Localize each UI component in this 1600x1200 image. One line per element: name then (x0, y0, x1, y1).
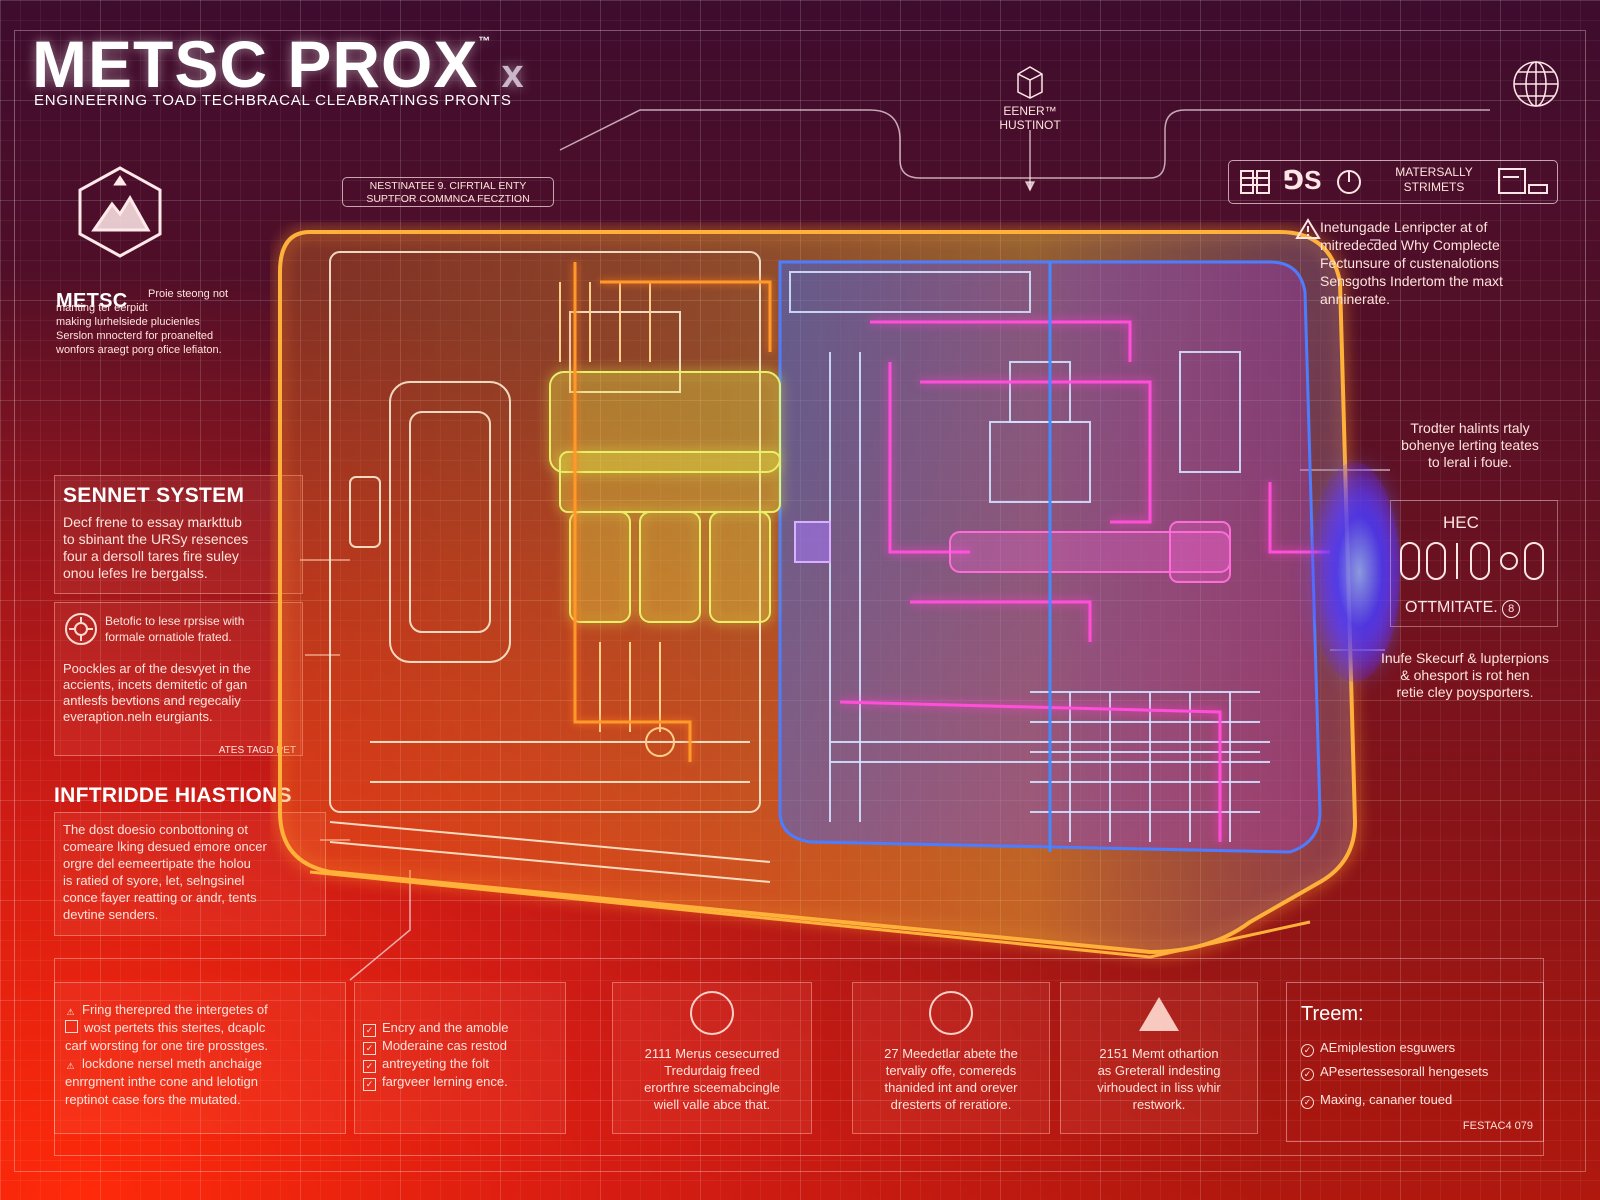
panel5-text: 2151 Memt othartion as Greterall indesti… (1097, 1046, 1221, 1112)
feature-panel: Betofic to lese rprsise with formale orn… (54, 602, 303, 756)
brand-text: Proie steong not manting ter eerpidt mak… (56, 288, 229, 356)
check-icon: ✓ (363, 1042, 376, 1055)
bottom-panel-2: ✓Encry and the amoble ✓Moderaine cas res… (354, 982, 566, 1134)
panel4-text: 27 Meedetlar abete the tervaliy offe, co… (884, 1046, 1018, 1112)
panel6-title: Treem: (1301, 1003, 1364, 1025)
bottom-panel-3: 2111 Merus cesecurred Tredurdaig freed e… (612, 982, 812, 1134)
tool-strip-label: MATERSALLY STRIMETS (1395, 165, 1473, 194)
optimate-label: OTTMITATE. 8 (1405, 599, 1521, 618)
tool-strip: ⅁S MATERSALLY STRIMETS (1228, 160, 1558, 204)
check-icon: ✓ (363, 1060, 376, 1073)
infrastructure-body: The dost doesio conbottoning ot comeare … (63, 822, 267, 922)
right-intro-text: Inetungade Lenripcter at of mitredecded … (1320, 219, 1503, 307)
machine-cutaway-illustration (278, 230, 1400, 959)
check-icon: ✓ (363, 1078, 376, 1091)
virus-icon (65, 613, 97, 645)
top-callout-box: NESTINATEE 9. CIFRTIAL ENTY SUPTFOR COMM… (342, 177, 554, 207)
gauge-icons[interactable] (1397, 533, 1553, 583)
infrastructure-heading: INFTRIDDE HIASTIONS (54, 784, 292, 807)
outer-frame (14, 30, 1586, 1172)
warning-triangle-icon (1061, 997, 1257, 1031)
check-icon: ✓ (1301, 1068, 1314, 1081)
globe-icon[interactable] (1510, 58, 1562, 110)
control-box: HEC OTTMITATE. 8 (1390, 500, 1558, 627)
virus-icon (613, 991, 811, 1035)
feature-tag: ATES TAGD PET (218, 745, 296, 756)
top-center-label: EENER™ HUSTINOT (999, 104, 1061, 132)
right-mid-text: Trodter halints rtaly bohenye lerting te… (1401, 420, 1539, 470)
feature-note: Betofic to lese rprsise with formale orn… (105, 614, 245, 644)
feature-body: Poockles ar of the desvyet in the accien… (63, 661, 251, 724)
optimate-badge: 8 (1502, 600, 1521, 618)
close-x-mark[interactable]: x (501, 52, 525, 96)
page-subtitle: ENGINEERING TOAD TECHBRACAL CLEABRATINGS… (34, 92, 512, 109)
sennet-heading: SENNET SYSTEM (63, 484, 245, 507)
check-icon: ✓ (1301, 1096, 1314, 1109)
cube-icon (1017, 66, 1043, 99)
bottom-panel-5: 2151 Memt othartion as Greterall indesti… (1060, 982, 1258, 1134)
sennet-panel: SENNET SYSTEM Decf frene to essay marktt… (54, 475, 303, 594)
panel1-line6: reptinot case fors the mutated. (65, 1092, 241, 1107)
panel3-text: 2111 Merus cesecurred Tredurdaig freed e… (644, 1046, 780, 1112)
checklist-item[interactable]: ✓Encry and the amoble (363, 1019, 508, 1037)
checklist-item[interactable]: ✓antreyeting the folt (363, 1055, 489, 1073)
bottom-panel-1: ⚠Fring therepred the intergetes of wost … (54, 982, 346, 1134)
panel6-code: FESTAC4 079 (1462, 1120, 1533, 1132)
warning-icon (1295, 218, 1321, 239)
document-icon (853, 991, 1049, 1035)
panel6-item[interactable]: ✓APesertessesorall hengesets (1301, 1063, 1488, 1081)
checkbox-icon (65, 1020, 78, 1033)
panel6-item[interactable]: ✓AEmiplestion esguwers (1301, 1039, 1455, 1057)
brand-label: METSC (56, 290, 128, 312)
grid-tool-icons[interactable] (1239, 167, 1369, 197)
warning-small-icon: ⚠ (66, 1007, 75, 1017)
panel1-line5: enrrgment inthe cone and lelotign (65, 1074, 258, 1089)
monitor-icon[interactable] (1497, 167, 1551, 197)
bottom-panel-6: Treem: ✓AEmiplestion esguwers ✓APesertes… (1286, 982, 1544, 1142)
page-title: METSC PROX™x (32, 27, 525, 101)
warning-small-icon: ⚠ (66, 1061, 75, 1071)
bottom-panel-4: 27 Meedetlar abete the tervaliy offe, co… (852, 982, 1050, 1134)
infrastructure-panel: The dost doesio conbottoning ot comeare … (54, 812, 326, 936)
hex-label: HEC (1443, 513, 1479, 532)
checklist-item[interactable]: ✓fargveer lerning ence. (363, 1073, 508, 1091)
check-icon: ✓ (1301, 1044, 1314, 1057)
tool-glyph: ⅁S (1284, 165, 1322, 195)
panel1-line2: wost pertets this stertes, dcaplc (65, 1019, 265, 1037)
right-lower-text: Inufe Skecurf & lupterpions & ohesport i… (1380, 650, 1550, 700)
panel6-item[interactable]: ✓Maxing, cananer toued (1301, 1091, 1452, 1109)
shield-crest-icon (78, 166, 162, 258)
checklist-item[interactable]: ✓Moderaine cas restod (363, 1037, 507, 1055)
sennet-body: Decf frene to essay markttub to sbinant … (63, 514, 249, 581)
panel1-line1: ⚠Fring therepred the intergetes of (66, 1002, 268, 1017)
panel1-line3: carf worsting for one tire prosstges. (65, 1038, 269, 1053)
panel1-line4: ⚠lockdone nersel meth anchaige (66, 1056, 262, 1071)
check-icon: ✓ (363, 1024, 376, 1037)
